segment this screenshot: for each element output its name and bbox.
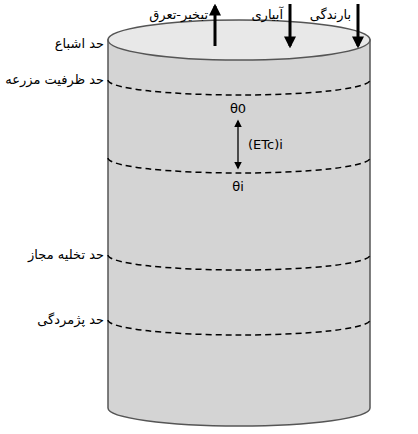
label-text: آبیاری <box>251 7 283 24</box>
allowable-depletion-line <box>108 255 370 270</box>
label-text: θi <box>232 179 244 196</box>
cylinder-top <box>108 20 370 60</box>
label-text: بارندگی <box>310 7 351 24</box>
irrigation-arrow <box>289 4 292 46</box>
wilting-point-line <box>108 320 370 335</box>
label-text: (ETc)i <box>248 137 283 154</box>
label-text: حد اشباع <box>55 36 104 53</box>
rain-arrow <box>357 4 360 46</box>
field-capacity-line <box>108 80 370 95</box>
label-text: تبخیر-تعرق <box>149 7 208 24</box>
label-text: θ0 <box>230 101 246 118</box>
depletion-line <box>108 158 370 173</box>
label-text: حد تخلیه مجاز <box>28 247 104 264</box>
et-arrow <box>214 6 217 46</box>
cylinder-body <box>108 40 370 426</box>
depth-arrow <box>237 121 238 168</box>
label-text: حد پژمردگی <box>37 312 104 329</box>
label-text: حد ظرفیت مزرعه <box>5 72 104 89</box>
